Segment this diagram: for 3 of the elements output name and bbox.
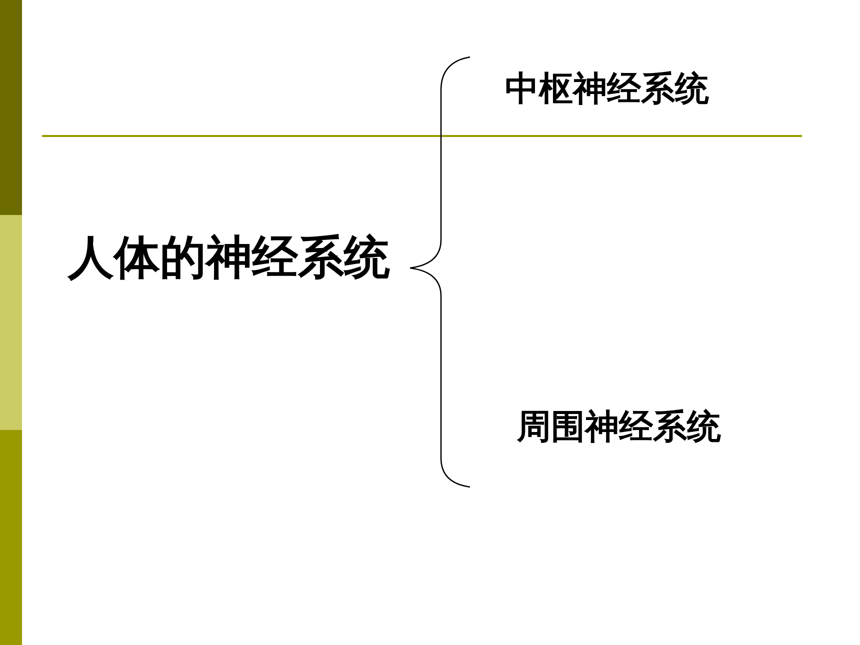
heading-text: 人体的神经系统	[68, 234, 390, 280]
heading-text: 周围神经系统	[517, 410, 721, 444]
heading-text: 中枢神经系统	[505, 72, 709, 106]
